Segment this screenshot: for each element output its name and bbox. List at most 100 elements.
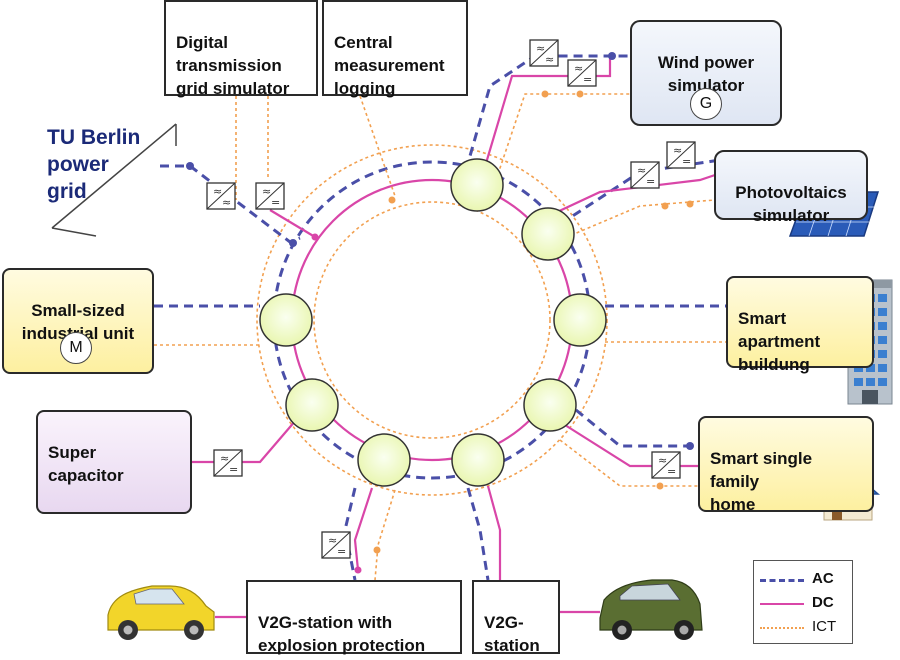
ring-node-lower-right: [523, 378, 577, 432]
ict-dot-central: [388, 196, 396, 204]
legend-swatch-dc: [760, 603, 804, 605]
svg-text:≈: ≈: [658, 454, 667, 467]
ac-dot-tu: [186, 162, 194, 170]
dc-line-tu-berlin: [269, 209, 316, 238]
svg-text:≈: ≈: [222, 196, 231, 209]
ac-line-v2g: [466, 487, 490, 581]
converter-wind-1: ≈ ≈: [529, 39, 559, 67]
ict-dot-home: [656, 482, 664, 490]
tu-berlin-arrow-base: [51, 227, 97, 237]
ring-node-left: [259, 293, 313, 347]
legend-item-dc: DC: [760, 593, 850, 613]
svg-text:≈: ≈: [637, 164, 646, 177]
legend-label-ict: ICT: [812, 618, 837, 635]
generator-symbol-icon: G: [690, 88, 722, 120]
super-capacitor-label: Super capacitor: [48, 443, 124, 485]
digital-transmission-grid-simulator-box: Digital transmission grid simulator: [164, 0, 318, 98]
ac-line-wind: [464, 54, 630, 171]
small-sized-industrial-unit-box: Small-sized industrial unit M: [2, 268, 154, 374]
dc-dot-tu-ring: [311, 233, 319, 241]
wind-power-simulator-box: Wind power simulator G: [630, 20, 782, 126]
ring-node-bottom-right: [451, 433, 505, 487]
motor-symbol-icon: M: [60, 332, 92, 364]
converter-wind-2: ≈ =: [567, 59, 597, 87]
ict-dot-v2g-ex: [373, 546, 381, 554]
ict-dot-pv-1: [661, 202, 669, 210]
svg-text:=: =: [229, 463, 238, 476]
digital-transmission-grid-simulator-label: Digital transmission grid simulator: [176, 33, 290, 98]
ring-node-right: [553, 293, 607, 347]
ict-dot-wind-1: [541, 90, 549, 98]
svg-text:≈: ≈: [574, 62, 583, 75]
legend: AC DC ICT: [753, 560, 853, 644]
svg-text:=: =: [271, 196, 280, 209]
legend-label-dc: DC: [812, 594, 834, 611]
smart-apartment-building-box: Smart apartment buildung: [726, 276, 874, 374]
svg-text:≈: ≈: [262, 185, 271, 198]
svg-text:≈: ≈: [536, 42, 545, 55]
svg-text:≈: ≈: [673, 144, 682, 157]
ac-line-tu-berlin: [160, 164, 301, 244]
svg-text:≈: ≈: [220, 452, 229, 465]
legend-label-ac: AC: [812, 570, 834, 587]
converter-v2g-ex: ≈ =: [321, 531, 351, 559]
ict-line-home: [559, 439, 698, 487]
smart-single-family-home-label: Smart single family home: [710, 449, 813, 514]
converter-ac-ac-tu: ≈ =: [255, 182, 285, 210]
central-measurement-logging-label: Central measurement logging: [334, 33, 445, 98]
ac-line-v2g-ex: [343, 487, 357, 581]
ring-node-upper-right: [521, 207, 575, 261]
green-car-icon: [599, 579, 703, 640]
dc-line-v2g-ex: [353, 487, 374, 571]
v2g-station-explosion-protection-label: V2G-station with explosion protection: [258, 613, 426, 655]
ict-ring-outer: [256, 144, 608, 496]
ring-node-bottom-left: [357, 433, 411, 487]
svg-text:=: =: [667, 465, 676, 478]
central-measurement-logging-box: Central measurement logging: [322, 0, 468, 98]
ring-nodes: [259, 158, 607, 487]
converter-home: ≈ =: [651, 451, 681, 479]
yellow-car-icon: [107, 585, 215, 640]
svg-text:=: =: [337, 545, 346, 558]
ict-line-pv: [559, 199, 716, 241]
ict-line-central: [359, 95, 396, 197]
legend-swatch-ict: [760, 627, 804, 629]
svg-text:=: =: [583, 73, 592, 86]
photovoltaics-simulator-box: Photovoltaics simulator: [714, 150, 868, 225]
ac-dot-tu-ring: [289, 239, 297, 247]
smart-single-family-home-box: Smart single family home: [698, 416, 874, 514]
converter-ac-dc-tu: ≈ ≈: [206, 182, 236, 210]
smart-apartment-building-label: Smart apartment buildung: [738, 309, 821, 374]
v2g-station-label: V2G- station: [484, 613, 540, 655]
ring-node-lower-left: [285, 378, 339, 432]
tu-berlin-power-grid-label: TU Berlin power grid: [47, 126, 141, 203]
ict-dot-wind-2: [576, 90, 584, 98]
ac-dot-home: [686, 442, 694, 450]
ict-line-v2g-ex: [374, 489, 396, 581]
v2g-station-box: V2G- station: [472, 580, 560, 655]
svg-text:≈: ≈: [213, 185, 222, 198]
converter-supercap: ≈ =: [213, 449, 243, 477]
super-capacitor-box: Super capacitor: [36, 410, 192, 514]
ring-node-top: [450, 158, 504, 212]
legend-item-ac: AC: [760, 569, 850, 589]
ict-line-wind: [495, 93, 630, 181]
legend-swatch-ac: [760, 579, 804, 582]
dc-line-v2g: [486, 485, 502, 580]
ict-dot-pv-2: [686, 200, 694, 208]
svg-text:=: =: [646, 175, 655, 188]
svg-text:≈: ≈: [545, 53, 554, 66]
ict-ring-inner: [313, 201, 551, 439]
svg-text:=: =: [682, 155, 691, 168]
converter-pv-1: ≈ =: [666, 141, 696, 169]
dc-dot-v2g-ex: [354, 566, 362, 574]
ac-line-home: [575, 408, 698, 448]
wind-power-simulator-label: Wind power simulator: [657, 53, 755, 95]
legend-item-ict: ICT: [760, 617, 850, 637]
photovoltaics-simulator-label: Photovoltaics simulator: [735, 183, 847, 225]
svg-text:≈: ≈: [328, 534, 337, 547]
tu-berlin-arrow: [51, 123, 177, 229]
dc-line-supercap: [192, 419, 297, 464]
converter-pv-2: ≈ =: [630, 161, 660, 189]
v2g-station-explosion-protection-box: V2G-station with explosion protection: [246, 580, 462, 655]
